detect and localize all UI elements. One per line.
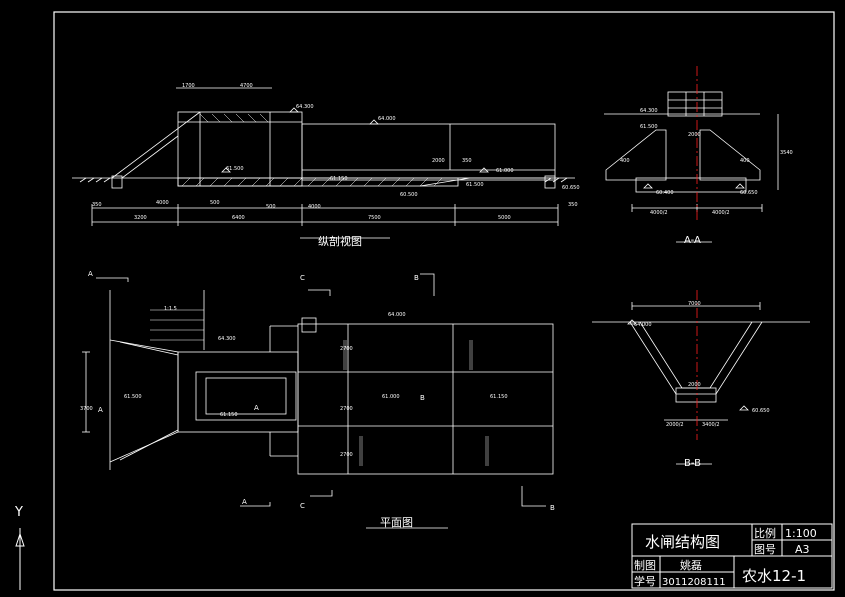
section-mark: B [550, 504, 555, 512]
student-id-label: 学号 [634, 574, 656, 588]
dim-label: 2000 [688, 382, 701, 388]
section-mark: A [98, 406, 103, 414]
drafter-label: 制图 [634, 559, 656, 572]
elevation-label: 64.300 [640, 108, 658, 114]
dim-label: 2700 [340, 406, 353, 412]
dim-label: 2000/2 [666, 422, 684, 428]
dim-label: 500 [210, 200, 220, 206]
section-bb-labels: 64.000 60.650 7000 2000 2000/2 3400/2 B-… [634, 301, 770, 469]
student-id-value: 3011208111 [662, 577, 726, 588]
longitudinal-labels: 1700 4700 64.300 64.000 61.500 61.150 61… [92, 83, 580, 248]
dim-label: 3540 [780, 150, 793, 156]
dim-label: 4000/2 [650, 210, 668, 216]
dim-label: 4700 [240, 83, 253, 89]
drafter-name: 姚磊 [680, 558, 702, 572]
longitudinal-section-view [72, 87, 575, 239]
elevation-label: 61.150 [330, 176, 348, 182]
dim-label: 7500 [368, 215, 381, 221]
drawing-title: 水闸结构图 [645, 533, 720, 551]
plan-labels: A A C C B B A B A 1:1.5 64.000 64.300 61… [80, 270, 555, 529]
drawing-frame [53, 11, 835, 591]
dim-label: 400 [620, 158, 630, 164]
elevation-label: 61.500 [466, 182, 484, 188]
elevation-label: 60.650 [740, 190, 758, 196]
ucs-y-label: Y [14, 505, 23, 520]
dim-label: 5000 [498, 215, 511, 221]
dim-label: 2700 [340, 452, 353, 458]
elevation-label: 64.300 [218, 336, 236, 342]
elevation-label: 60.650 [562, 185, 580, 191]
drawing-no-value: A3 [795, 543, 810, 556]
dim-label: 2700 [340, 346, 353, 352]
section-mark: C [300, 274, 305, 282]
elevation-label: 64.000 [634, 322, 652, 328]
slope-label: 1:1.5 [164, 306, 177, 312]
elevation-label: 64.000 [378, 116, 396, 122]
elevation-label: 61.500 [124, 394, 142, 400]
section-bb-view [592, 302, 810, 465]
section-aa-view [604, 91, 779, 243]
elevation-label: 61.500 [640, 124, 658, 130]
elevation-label: 60.650 [752, 408, 770, 414]
dim-label: 400 [740, 158, 750, 164]
dim-label: 3200 [134, 215, 147, 221]
class-name: 农水12-1 [742, 567, 806, 585]
elevation-label: 60.400 [656, 190, 674, 196]
plan-caption: 平面图 [380, 516, 413, 529]
section-aa-caption: A-A [684, 235, 701, 246]
ucs-icon [15, 528, 25, 590]
elevation-label: 64.000 [388, 312, 406, 318]
dim-label: 350 [568, 202, 578, 208]
elevation-label: 61.000 [382, 394, 400, 400]
dim-label: 2000 [688, 132, 701, 138]
dim-label: 3400/2 [702, 422, 720, 428]
title-block [631, 523, 833, 589]
section-mark: B [420, 394, 425, 402]
elevation-label: 60.500 [400, 192, 418, 198]
dim-label: 500 [266, 204, 276, 210]
section-aa-labels: 64.300 61.500 60.400 60.650 2000 400 400… [620, 108, 793, 246]
elevation-label: 64.300 [296, 104, 314, 110]
scale-label: 比例 [754, 526, 776, 540]
plan-view [82, 273, 554, 529]
elevation-label: 61.500 [226, 166, 244, 172]
dim-label: 4000 [156, 200, 169, 206]
section-mark: A [242, 498, 247, 506]
dim-label: 4000 [308, 204, 321, 210]
dim-label: 6400 [232, 215, 245, 221]
section-mark: A [254, 404, 259, 412]
dim-label: 350 [92, 202, 102, 208]
elevation-label: 61.150 [490, 394, 508, 400]
dim-label: 2000 [432, 158, 445, 164]
dim-label: 4000/2 [712, 210, 730, 216]
elevation-label: 61.150 [220, 412, 238, 418]
section-mark: C [300, 502, 305, 510]
section-bb-caption: B-B [684, 458, 701, 469]
dim-label: 1700 [182, 83, 195, 89]
longitudinal-caption: 纵剖视图 [318, 234, 362, 248]
drawing-no-label: 图号 [754, 543, 776, 556]
section-mark: A [88, 270, 93, 278]
title-block-text: 水闸结构图 比例 1:100 图号 A3 制图 姚磊 学号 3011208111… [634, 526, 817, 588]
section-mark: B [414, 274, 419, 282]
dim-label: 3700 [80, 406, 93, 412]
dim-label: 350 [462, 158, 472, 164]
dim-label: 7000 [688, 301, 701, 307]
elevation-label: 61.000 [496, 168, 514, 174]
scale-value: 1:100 [785, 527, 817, 540]
